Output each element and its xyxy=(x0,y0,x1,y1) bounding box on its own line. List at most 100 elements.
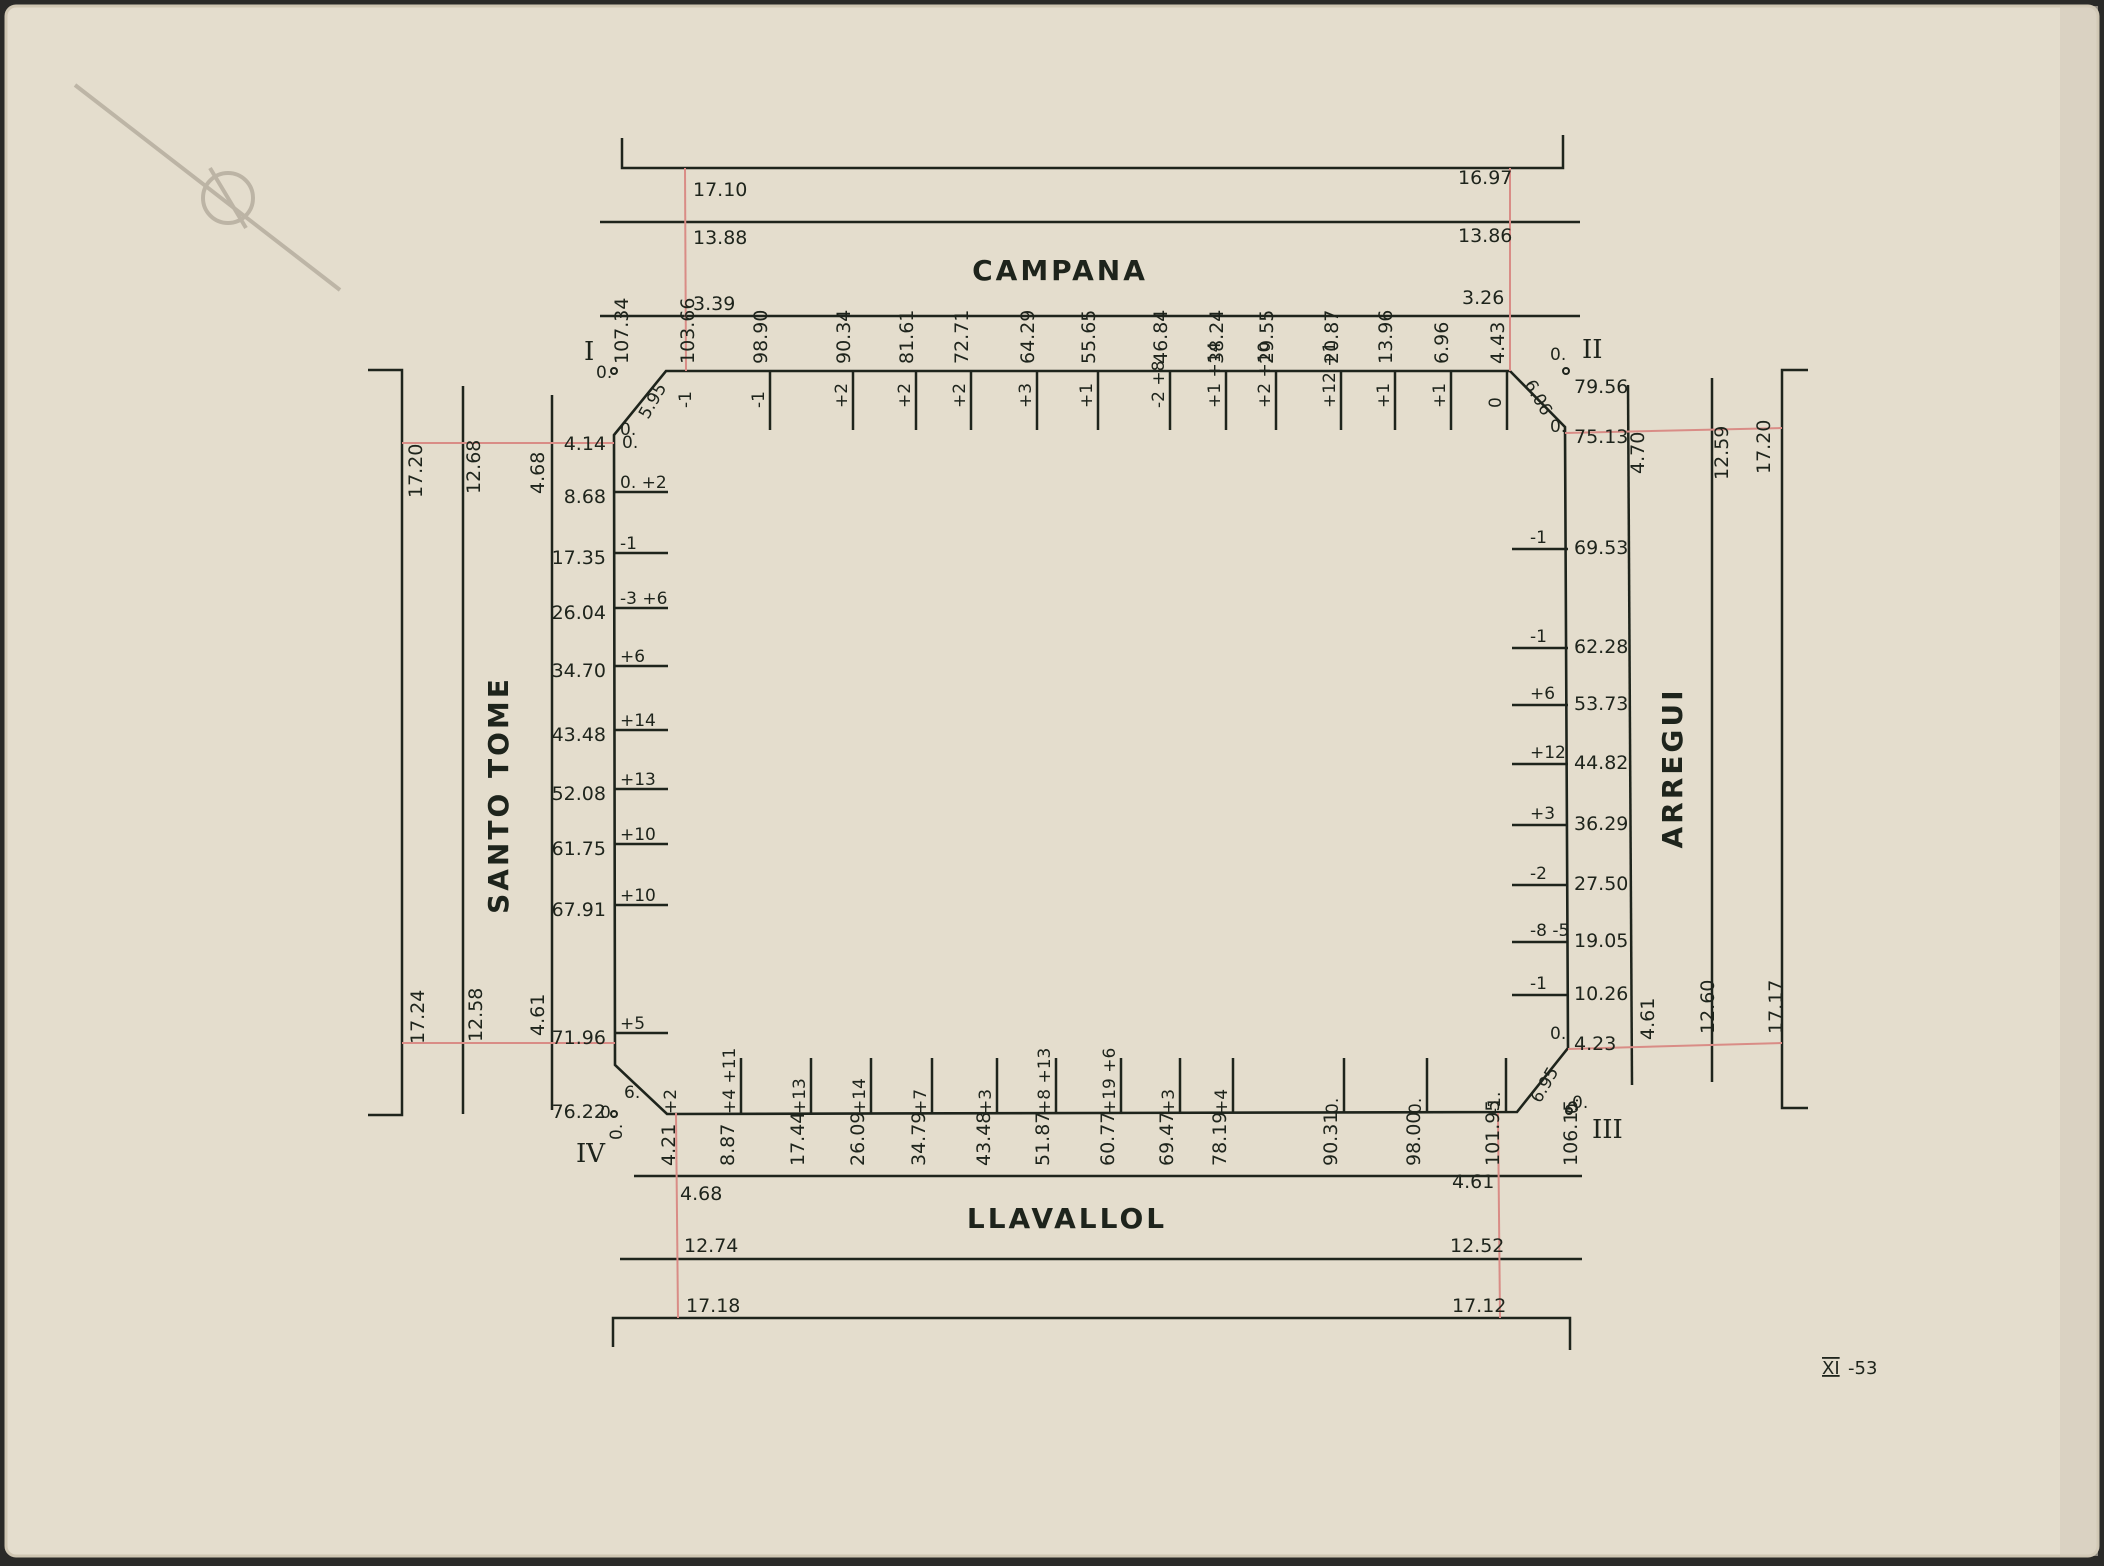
south-station-2: 17.44 xyxy=(787,1112,809,1166)
south-offset-5: +3 xyxy=(976,1089,996,1114)
west-offset-0: 0. xyxy=(620,420,636,440)
west-offset-8: +10 xyxy=(620,886,656,906)
south-right-dist-3: 17.12 xyxy=(1452,1295,1506,1317)
corner-point-1 xyxy=(610,367,618,375)
street-south: LLAVALLOL xyxy=(967,1202,1167,1235)
east-offset-9: -1 xyxy=(1530,974,1547,994)
east-bottom-dist-1: 4.61 xyxy=(1637,998,1659,1040)
south-offset-3: +14 xyxy=(850,1078,870,1114)
east-offset-2: -1 xyxy=(1530,528,1547,548)
north-station-14: 4.43 xyxy=(1487,322,1509,364)
paper-sheet xyxy=(4,4,2100,1558)
west-station-8: 67.91 xyxy=(552,899,606,921)
west-station-5: 43.48 xyxy=(552,724,606,746)
corner-label-2: II xyxy=(1582,335,1603,365)
south-offset-13: 0. xyxy=(1563,1098,1583,1114)
south-station-7: 60.77 xyxy=(1097,1112,1119,1166)
north-station-3: 90.34 xyxy=(833,310,855,364)
south-right-dist-2: 12.52 xyxy=(1450,1235,1504,1257)
north-station-6: 64.29 xyxy=(1017,310,1039,364)
south-offset-4: +7 xyxy=(911,1089,931,1114)
south-left-dist-1: 4.68 xyxy=(680,1183,722,1205)
south-station-11: 98.00 xyxy=(1403,1112,1425,1166)
south-station-10: 90.31 xyxy=(1320,1112,1342,1166)
east-measures: 79.5675.130.69.53-162.28-153.73+644.82+1… xyxy=(1512,376,1628,1055)
east-offset-7: -2 xyxy=(1530,864,1547,884)
east-station-7: 27.50 xyxy=(1574,873,1628,895)
west-top-dist-3: 4.68 xyxy=(527,452,549,494)
corner-label-3: III xyxy=(1592,1115,1623,1145)
east-station-6: 36.29 xyxy=(1574,813,1628,835)
street-west: SANTO TOME xyxy=(482,676,515,914)
south-offset-12: -1. xyxy=(1485,1092,1505,1114)
west-offset-5: +14 xyxy=(620,711,656,731)
west-station-0: 4.14 xyxy=(564,433,606,455)
south-station-6: 51.87 xyxy=(1032,1112,1054,1166)
west-station-4: 34.70 xyxy=(552,660,606,682)
west-station-9: 71.96 xyxy=(552,1027,606,1049)
south-station-9: 78.19 xyxy=(1209,1112,1231,1166)
north-station-0: 107.34 xyxy=(611,298,633,364)
east-offset-8: -8 -5 xyxy=(1530,921,1569,941)
north-chamfer-zero: 0. xyxy=(622,433,638,453)
east-station-3: 62.28 xyxy=(1574,636,1628,658)
north-station-13: 6.96 xyxy=(1431,322,1453,364)
north-offset-10: +2 +10 xyxy=(1255,342,1275,408)
south-station-8: 69.47 xyxy=(1156,1112,1178,1166)
west-measures: 4.140.8.680. +217.35-126.04-3 +634.70+64… xyxy=(552,420,668,1123)
north-outer-bracket xyxy=(620,135,1565,170)
east-station-0: 79.56 xyxy=(1574,376,1628,398)
south-outer-bracket xyxy=(611,1316,1572,1350)
south-station-3: 26.09 xyxy=(847,1112,869,1166)
west-station-6: 52.08 xyxy=(552,783,606,805)
ref-east-bottom xyxy=(1567,1042,1783,1050)
north-left-dist-2: 13.88 xyxy=(693,227,747,249)
east-offset-3: -1 xyxy=(1530,627,1547,647)
north-offset-2: -1 xyxy=(749,391,769,408)
north-station-12: 13.96 xyxy=(1375,310,1397,364)
east-offset-6: +3 xyxy=(1530,804,1555,824)
north-corner-zero-right: 0. xyxy=(1550,345,1566,365)
street-north: CAMPANA xyxy=(972,254,1148,287)
north-station-7: 55.65 xyxy=(1078,310,1100,364)
south-station-0: 4.21 xyxy=(658,1124,680,1166)
west-outer-bracket xyxy=(368,368,404,1117)
east-outer-bracket xyxy=(1780,368,1808,1110)
street-east: ARREGUI xyxy=(1656,687,1689,848)
south-left-dist-3: 17.18 xyxy=(686,1295,740,1317)
west-station-7: 61.75 xyxy=(552,838,606,860)
corner-point-2 xyxy=(1562,367,1570,375)
north-corner-zero: 0. xyxy=(596,363,612,383)
west-offset-1: 0. +2 xyxy=(620,473,667,493)
north-offset-13: +1 xyxy=(1430,383,1450,408)
north-right-dist-1: 16.97 xyxy=(1458,167,1512,189)
south-offset-6: +8 +13 xyxy=(1035,1048,1055,1114)
west-bottom-dist-3: 4.61 xyxy=(527,994,549,1036)
east-offset-5: +12 xyxy=(1530,743,1566,763)
north-station-10: 29.55 xyxy=(1256,310,1278,364)
north-offset-12: +1 xyxy=(1374,383,1394,408)
south-station-1: 8.87 xyxy=(717,1124,739,1166)
west-top-dist-2: 12.68 xyxy=(463,440,485,494)
north-station-8: 46.84 xyxy=(1150,310,1172,364)
east-bottom-dist-3: 17.17 xyxy=(1765,980,1787,1034)
north-offset-11: +12 +1 xyxy=(1320,342,1340,408)
south-offset-9: +4 xyxy=(1212,1089,1232,1114)
north-right-dist-3: 3.26 xyxy=(1462,287,1504,309)
corner-points xyxy=(610,367,1573,1118)
sheet-code-number: -53 xyxy=(1848,1358,1877,1379)
north-offset-1: -1 xyxy=(676,391,696,408)
east-corner-zero: 0. xyxy=(1572,1093,1588,1113)
west-station-3: 26.04 xyxy=(552,602,606,624)
east-offset-1: 0. xyxy=(1550,417,1566,437)
north-station-11: 20.87 xyxy=(1321,310,1343,364)
south-station-12: 101.95 xyxy=(1482,1100,1504,1166)
west-bottom-dist-2: 12.58 xyxy=(465,988,487,1042)
ref-north-left xyxy=(684,167,687,372)
north-station-4: 81.61 xyxy=(896,310,918,364)
west-offset-4: +6 xyxy=(620,647,645,667)
paper-shade-right xyxy=(2060,6,2098,1556)
south-offset-0: +2 xyxy=(661,1089,681,1114)
